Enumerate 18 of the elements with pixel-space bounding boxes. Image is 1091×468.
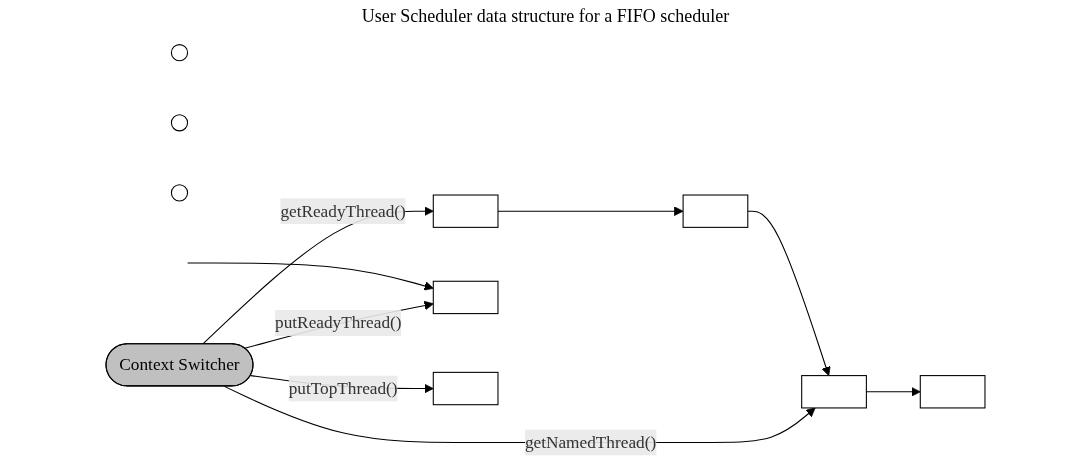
arrow <box>187 262 434 291</box>
edge-label: putReadyThread() <box>275 313 402 332</box>
edge-label: getReadyThread() <box>280 201 406 220</box>
arrow <box>201 206 434 345</box>
arrow <box>747 210 831 377</box>
diagram-title: User Scheduler data structure for a FIFO scheduler <box>360 6 731 27</box>
node-box <box>432 371 499 406</box>
node-box <box>432 280 499 315</box>
node-circle <box>170 184 189 202</box>
node-box <box>801 375 867 409</box>
edge-label: getNamedThread() <box>524 432 657 452</box>
node-circle <box>170 44 189 62</box>
edge-label: putTopThread() <box>288 378 398 398</box>
node-box <box>682 194 749 228</box>
arrow <box>497 206 684 216</box>
node-circle <box>170 114 189 132</box>
node-box <box>432 194 499 228</box>
node-box <box>919 375 986 409</box>
